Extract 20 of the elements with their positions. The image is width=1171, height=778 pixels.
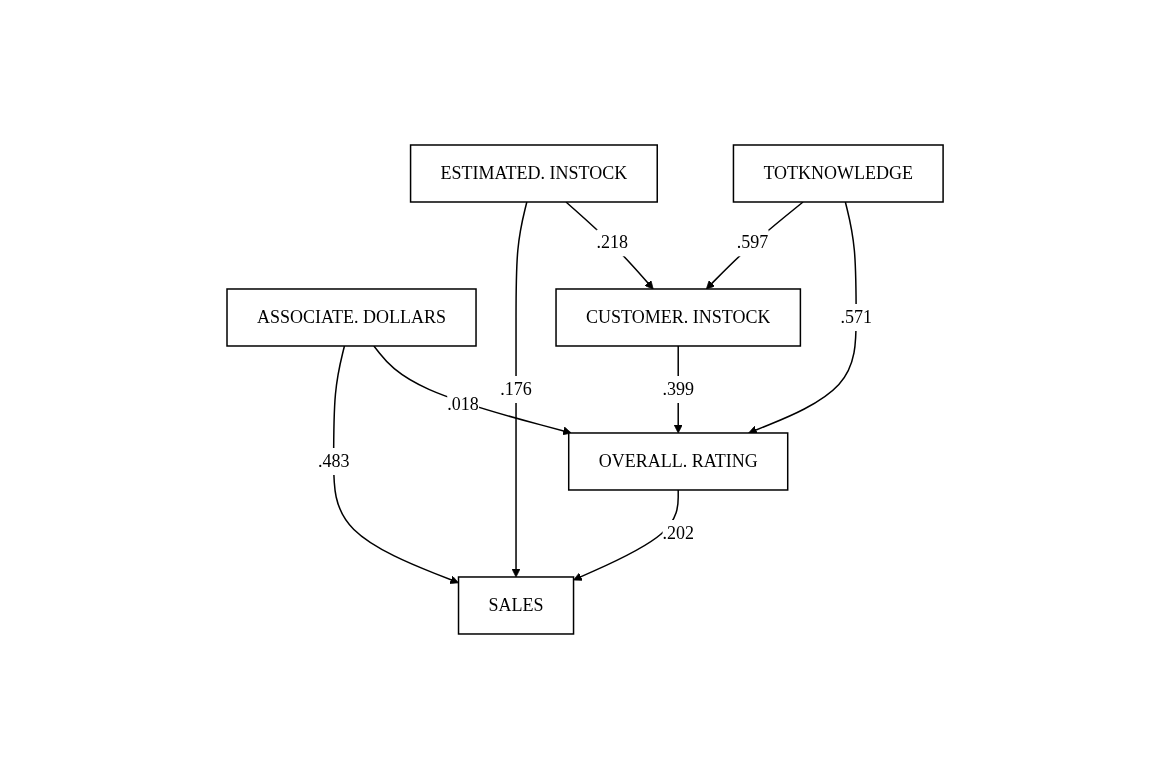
node-box: ESTIMATED. INSTOCK (410, 143, 659, 203)
edge-label: .597 (737, 231, 769, 252)
arrow (706, 200, 805, 289)
node-box: ASSOCIATE. DOLLARS (226, 287, 478, 347)
edge-label: .202 (662, 522, 695, 543)
arrow (373, 344, 573, 435)
arrow (748, 200, 858, 434)
edge-label: .018 (447, 393, 480, 414)
edge-label: .571 (840, 306, 873, 327)
edge-label: .483 (318, 450, 350, 471)
arrow (573, 488, 680, 581)
node-box: CUSTOMER. INSTOCK (555, 287, 802, 347)
node-box: SALES (458, 575, 575, 635)
arrow (512, 200, 529, 577)
arrow (565, 200, 655, 289)
edge-label: .176 (500, 378, 533, 399)
node-box: TOTKNOWLEDGE (733, 143, 945, 203)
edge-label: .218 (596, 231, 629, 252)
node-box: OVERALL. RATING (568, 431, 789, 491)
edge-label: .399 (662, 378, 695, 399)
